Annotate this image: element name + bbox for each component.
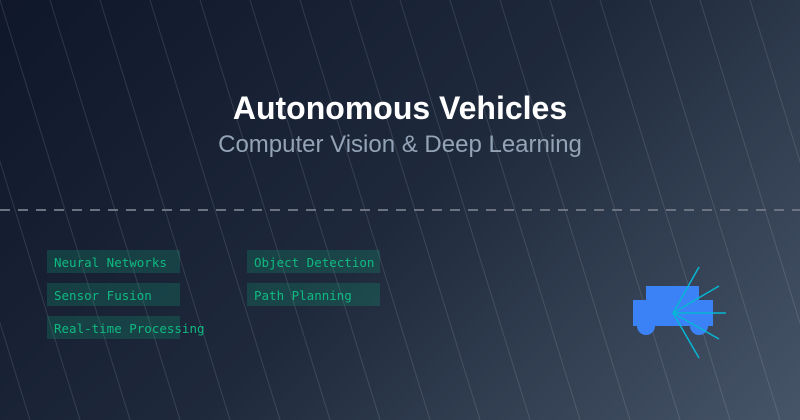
tag-path-planning: Path Planning bbox=[247, 283, 380, 306]
diagonal-line bbox=[399, 0, 531, 420]
tag-neural-networks: Neural Networks bbox=[47, 250, 180, 273]
tag-object-detection: Object Detection bbox=[247, 250, 380, 273]
tag-label: Sensor Fusion bbox=[54, 288, 152, 303]
tag-label: Path Planning bbox=[254, 288, 352, 303]
sensor-rays-icon bbox=[672, 266, 726, 359]
diagonal-line bbox=[649, 0, 781, 420]
tag-label: Neural Networks bbox=[54, 255, 167, 270]
diagonal-line bbox=[199, 0, 331, 420]
diagonal-line bbox=[0, 0, 131, 420]
diagonal-line bbox=[449, 0, 581, 420]
tag-real-time-processing: Real-time Processing bbox=[47, 316, 205, 339]
page-subtitle: Computer Vision & Deep Learning bbox=[218, 131, 582, 158]
diagonal-line bbox=[599, 0, 731, 420]
diagonal-line bbox=[0, 159, 81, 420]
tag-label: Object Detection bbox=[254, 255, 375, 270]
tag-sensor-fusion: Sensor Fusion bbox=[47, 283, 180, 306]
car-icon bbox=[633, 286, 713, 335]
diagonal-line bbox=[0, 321, 31, 420]
diagonal-line bbox=[749, 0, 800, 164]
diagonal-line bbox=[149, 0, 281, 420]
tag-label: Real-time Processing bbox=[54, 321, 205, 336]
page-title: Autonomous Vehicles bbox=[232, 90, 568, 126]
